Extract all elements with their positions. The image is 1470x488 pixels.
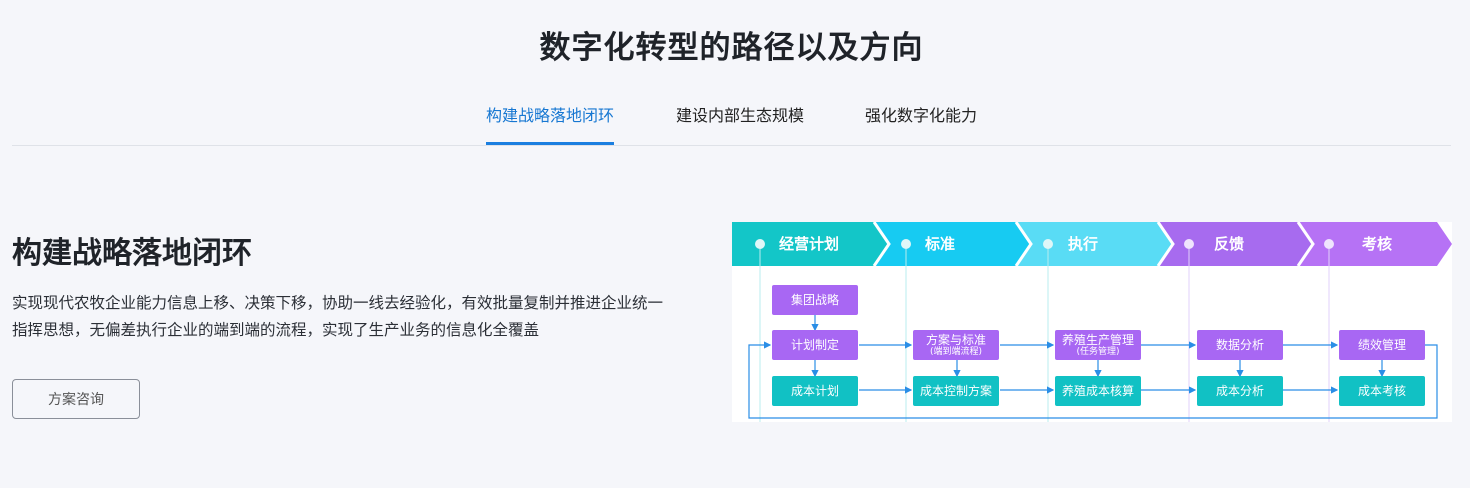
stage-label-feedback: 反馈 [1214, 235, 1245, 253]
node-production: 养殖生产管理 (任务管理) [1055, 330, 1141, 360]
tab-digital-capability[interactable]: 强化数字化能力 [864, 106, 977, 125]
node-cost-plan: 成本计划 [772, 376, 858, 406]
section-description: 实现现代农牧企业能力信息上移、决策下移，协助一线去经验化，有效批量复制并推进企业… [12, 294, 664, 339]
node-cost-control: 成本控制方案 [913, 376, 999, 406]
stage-label-execute: 执行 [1068, 235, 1099, 253]
stage-dot [1324, 239, 1334, 249]
stage-dot [1043, 239, 1053, 249]
stage-dot [901, 239, 911, 249]
diagram-graphics [732, 222, 1452, 422]
stage-chevron-3 [1016, 222, 1173, 266]
node-production-sub: (任务管理) [1076, 346, 1120, 357]
stage-chevron-2 [874, 222, 1031, 266]
node-production-label: 养殖生产管理 [1061, 332, 1134, 347]
stage-label-plan: 经营计划 [779, 235, 840, 253]
node-cost-accounting: 养殖成本核算 [1055, 376, 1141, 406]
stage-chevron-1 [732, 222, 889, 266]
stage-dot [1184, 239, 1194, 249]
stage-label-standard: 标准 [925, 235, 956, 253]
tab-strategy-loop[interactable]: 构建战略落地闭环 [486, 102, 614, 146]
node-cost-assessment: 成本考核 [1339, 376, 1425, 406]
node-standard-label: 方案与标准 [925, 332, 986, 347]
tab-ecosystem-scale[interactable]: 建设内部生态规模 [675, 106, 804, 125]
node-group-strategy: 集团战略 [772, 285, 858, 315]
strategy-loop-diagram: 经营计划 标准 执行 反馈 考核 集团战略 计划制定 方案与标准 (端到端流程)… [732, 222, 1452, 422]
section-title: 构建战略落地闭环 [12, 236, 252, 271]
tab-divider [12, 145, 1451, 146]
node-cost-analysis: 成本分析 [1197, 376, 1283, 406]
consult-button[interactable]: 方案咨询 [12, 379, 140, 419]
stage-chevron-5 [1298, 222, 1452, 266]
tab-bar: 构建战略落地闭环 建设内部生态规模 强化数字化能力 [0, 102, 1463, 146]
node-standard: 方案与标准 (端到端流程) [913, 330, 999, 360]
node-performance: 绩效管理 [1339, 330, 1425, 360]
page-title: 数字化转型的路径以及方向 [539, 30, 924, 66]
node-data-analysis: 数据分析 [1197, 330, 1283, 360]
stage-label-assess: 考核 [1362, 235, 1393, 253]
node-plan-making: 计划制定 [772, 330, 858, 360]
node-standard-sub: (端到端流程) [929, 346, 983, 357]
stage-chevron-4 [1158, 222, 1313, 266]
stage-dot [755, 239, 765, 249]
